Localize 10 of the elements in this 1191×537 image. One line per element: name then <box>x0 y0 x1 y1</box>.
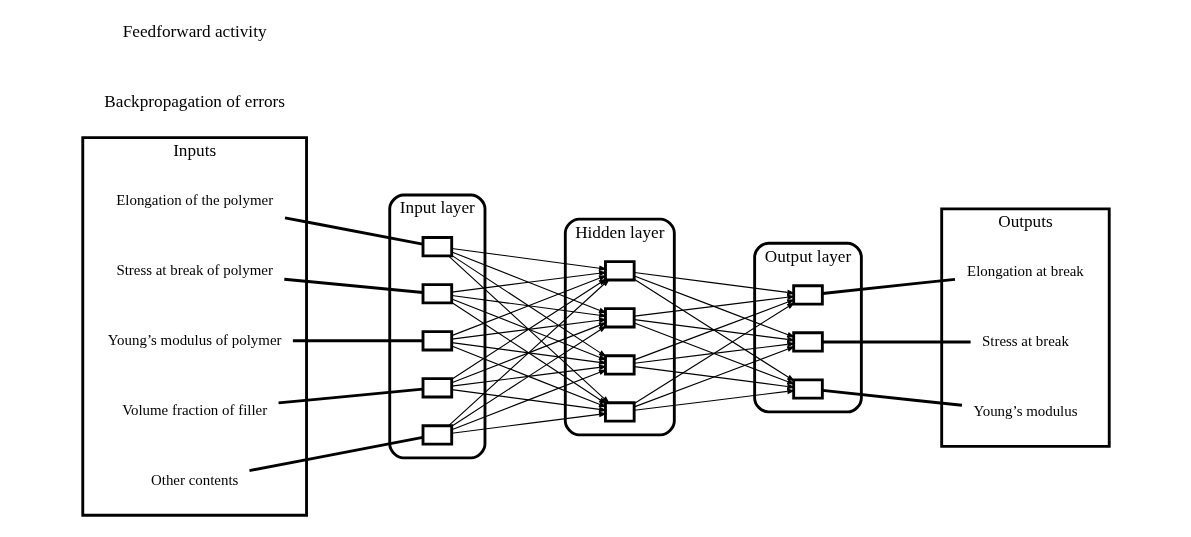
node-text: Young’s modulus of polymer <box>107 331 281 348</box>
node-text: Elongation of the polymer <box>115 191 273 208</box>
label: Feedforward activity <box>122 22 267 42</box>
node-text: Stress at break <box>981 332 1069 349</box>
node-text: Elongation at break <box>966 262 1084 279</box>
node-text: Other contents <box>150 471 238 488</box>
node-text: Young’s modulus <box>972 402 1078 419</box>
node-text: Stress at break of polymer <box>115 261 273 278</box>
node-text: Volume fraction of filler <box>121 401 267 418</box>
label: Backpropagation of errors <box>103 92 285 112</box>
